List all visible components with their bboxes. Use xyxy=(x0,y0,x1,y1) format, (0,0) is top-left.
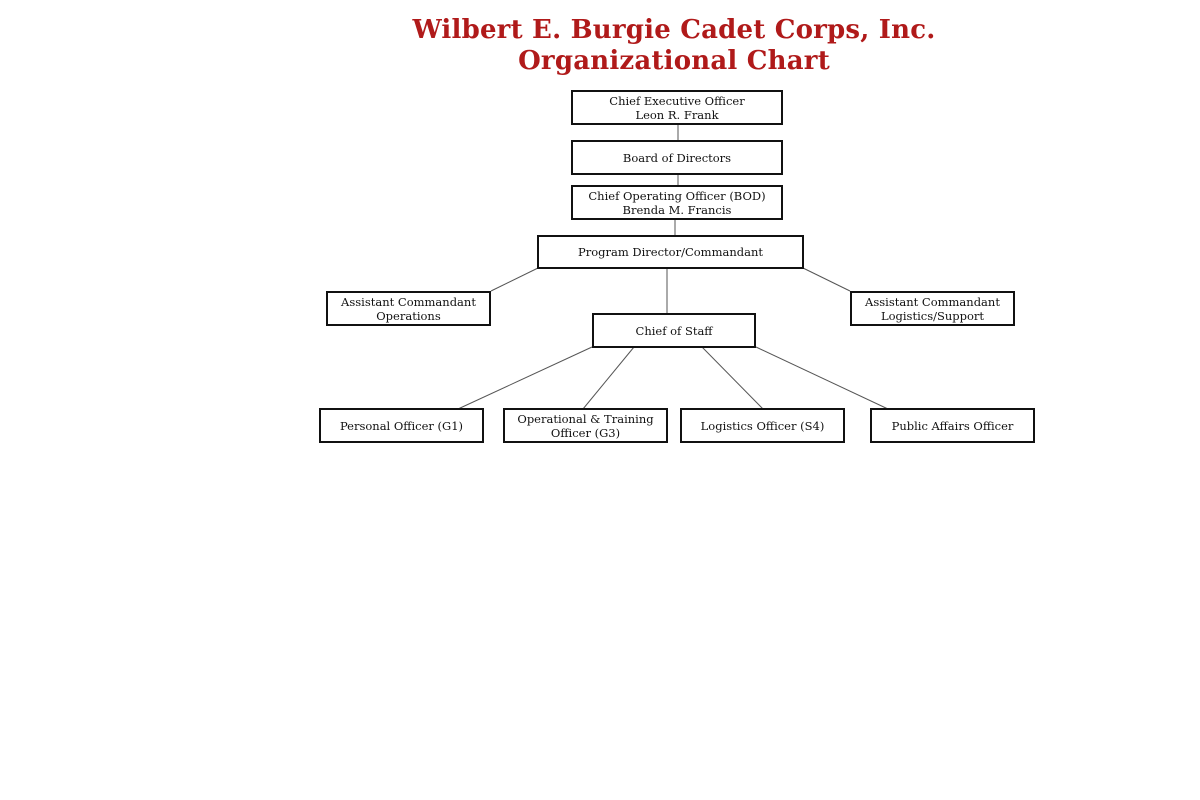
coo-title: Chief Operating Officer (BOD) xyxy=(588,188,766,203)
chief-of-staff-label: Chief of Staff xyxy=(635,323,713,338)
coo-box: Chief Operating Officer (BOD) Brenda M. … xyxy=(571,185,783,220)
asst-commandant-operations-box: Assistant Commandant Operations xyxy=(326,291,491,326)
operational-training-line1: Operational & Training xyxy=(517,411,654,426)
ceo-name: Leon R. Frank xyxy=(635,107,719,122)
asst-logistics-area: Logistics/Support xyxy=(880,308,985,323)
operational-training-officer-box: Operational & Training Officer (G3) xyxy=(503,408,668,443)
board-of-directors-box: Board of Directors xyxy=(571,140,783,175)
connector-chief-of-staff-logistics-officer xyxy=(701,346,764,410)
asst-operations-area: Operations xyxy=(376,308,441,323)
connector-chief-of-staff-personal-officer xyxy=(457,346,593,410)
personal-officer-label: Personal Officer (G1) xyxy=(339,418,464,433)
asst-logistics-title: Assistant Commandant xyxy=(865,294,1000,309)
program-director-box: Program Director/Commandant xyxy=(537,235,804,269)
chief-of-staff-box: Chief of Staff xyxy=(592,313,756,348)
coo-name: Brenda M. Francis xyxy=(622,202,732,217)
connector-program-director-asst-logistics xyxy=(802,267,851,292)
program-director-label: Program Director/Commandant xyxy=(577,245,764,259)
logistics-officer-label: Logistics Officer (S4) xyxy=(700,418,825,433)
ceo-title: Chief Executive Officer xyxy=(609,93,745,108)
board-of-directors-label: Board of Directors xyxy=(622,150,732,165)
public-affairs-officer-box: Public Affairs Officer xyxy=(870,408,1035,443)
operational-training-line2: Officer (G3) xyxy=(550,425,621,440)
chart-subtitle: Organizational Chart xyxy=(518,46,830,76)
ceo-box: Chief Executive Officer Leon R. Frank xyxy=(571,90,783,125)
logistics-officer-box: Logistics Officer (S4) xyxy=(680,408,845,443)
asst-commandant-logistics-box: Assistant Commandant Logistics/Support xyxy=(850,291,1015,326)
personal-officer-box: Personal Officer (G1) xyxy=(319,408,484,443)
chart-title: Wilbert E. Burgie Cadet Corps, Inc. xyxy=(412,15,936,45)
connector-chief-of-staff-public-affairs xyxy=(755,346,889,410)
connector-chief-of-staff-operational-training xyxy=(582,346,635,410)
connector-program-director-asst-operations xyxy=(490,267,539,292)
public-affairs-officer-label: Public Affairs Officer xyxy=(891,418,1014,433)
asst-operations-title: Assistant Commandant xyxy=(341,294,476,309)
